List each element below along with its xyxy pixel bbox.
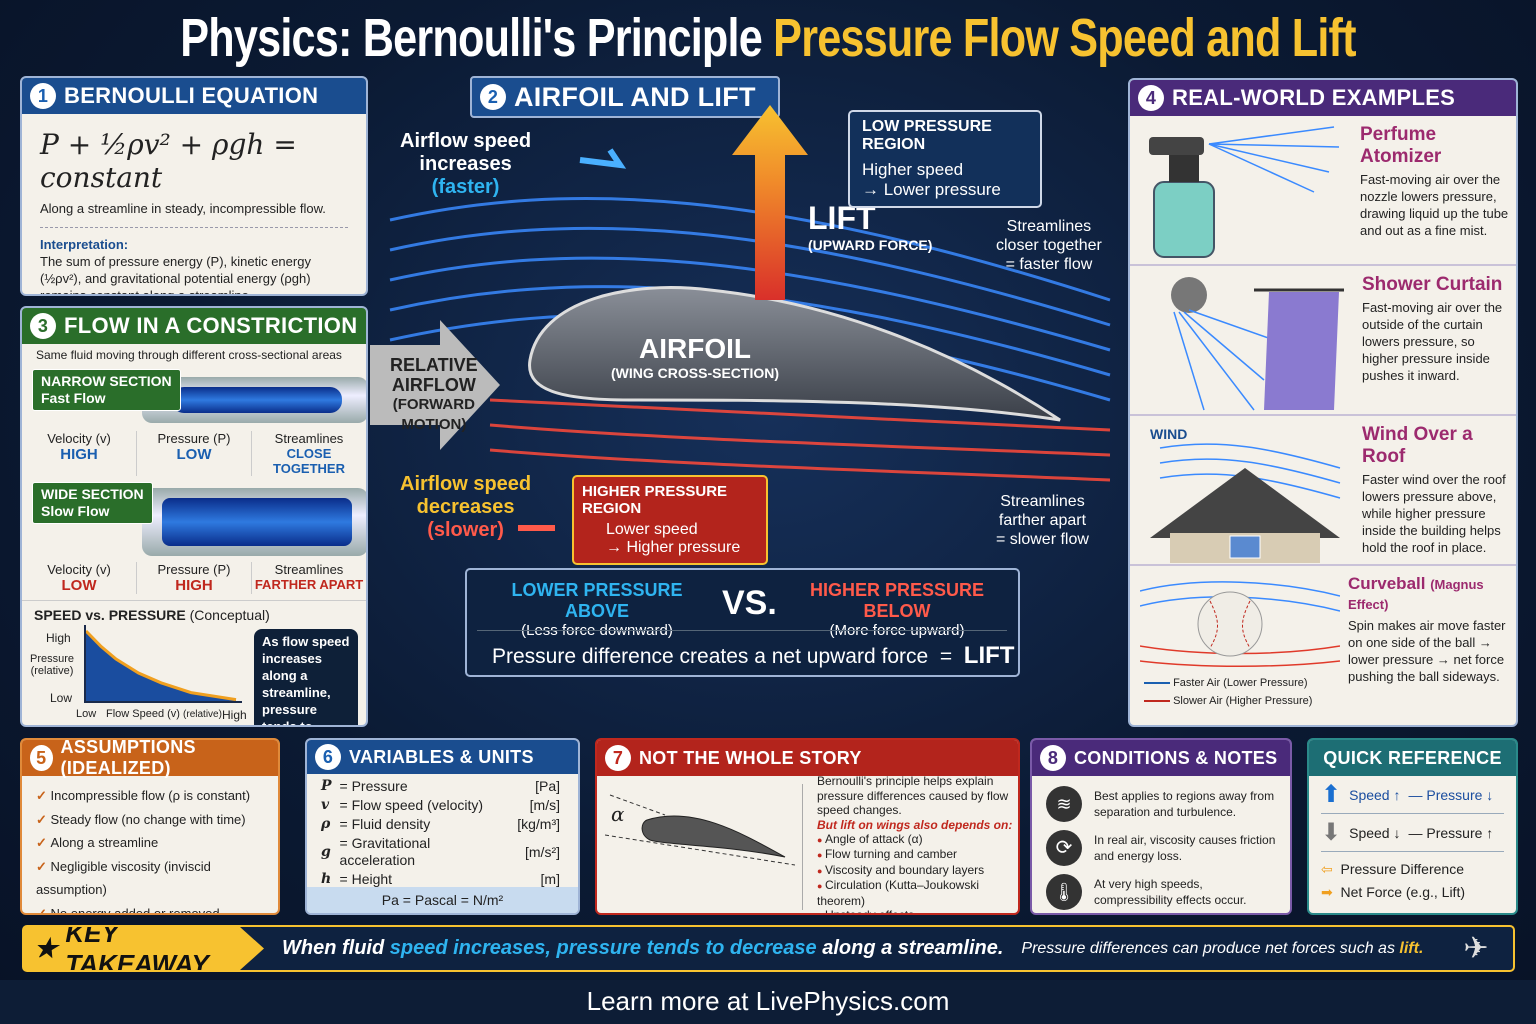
airfoil-shape — [528, 286, 1061, 422]
y-axis-label: Pressure — [30, 653, 75, 665]
constriction-subtitle: Same fluid moving through different cros… — [36, 348, 342, 362]
x-axis-label: Flow Speed (v) — [106, 708, 180, 720]
assumptions-list: Incompressible flow (ρ is constant)Stead… — [22, 776, 278, 914]
footer: Learn more at LivePhysics.com — [0, 980, 1536, 1024]
chart-title: SPEED vs. PRESSURE — [34, 607, 186, 623]
page-title: Physics: Bernoulli's Principle Pressure … — [180, 8, 1356, 68]
airplane-icon: ✈ — [1463, 932, 1489, 965]
variable-row: v= Flow speed (velocity)[m/s] — [321, 797, 560, 813]
shower-curtain-icon — [1171, 277, 1344, 411]
section-title: FLOW IN A CONSTRICTION — [64, 313, 358, 338]
narrow-values: Velocity (v)HIGH Pressure (P)LOW Streaml… — [22, 431, 366, 476]
speed-pressure-chart: SPEED vs. PRESSURE (Conceptual) High Pre… — [22, 600, 366, 725]
chart-plot — [84, 625, 242, 703]
variable-row: g= Gravitational acceleration[m/s²] — [321, 835, 560, 868]
lift-arrow — [732, 105, 808, 300]
lift-depends-heading: But lift on wings also depends on: — [817, 817, 1013, 832]
curveball-legend: Faster Air (Lower Pressure) Slower Air (… — [1144, 674, 1312, 710]
lift-label: LIFT(UPWARD FORCE) — [808, 200, 933, 253]
chart-axes — [84, 625, 242, 703]
chart-note: As flow speed increases along a streamli… — [254, 629, 358, 725]
vs-label: VS. — [722, 584, 777, 622]
pascal-note: Pa = Pascal = N/m² — [307, 887, 578, 913]
wide-values: Velocity (v)LOW Pressure (P)HIGH Streaml… — [22, 562, 366, 594]
x-tick-high: High — [222, 708, 247, 722]
section-title: BERNOULLI EQUATION — [64, 83, 319, 108]
star-icon: ★ — [34, 933, 58, 963]
angle-of-attack-diagram — [605, 794, 795, 866]
assumption-item: Steady flow (no change with time) — [36, 808, 264, 832]
down-arrow-icon: ⬇ — [1321, 819, 1342, 846]
constriction-panel: 3 FLOW IN A CONSTRICTION Same fluid movin… — [20, 306, 368, 727]
baseball-icon — [1140, 581, 1340, 667]
airfoil-diagram — [370, 105, 1111, 531]
lift-factors-list: Angle of attack (α)Flow turning and camb… — [817, 832, 1017, 914]
up-arrow-icon: ⬆ — [1321, 781, 1342, 808]
section-number: 1 — [30, 83, 56, 109]
key-takeaway-banner: ★KEY TAKEAWAY When fluid speed increases… — [22, 925, 1515, 972]
y-tick-low: Low — [50, 691, 73, 705]
variable-row: ρ= Fluid density[kg/m³] — [321, 816, 560, 832]
house-roof-icon — [1150, 443, 1341, 563]
equation-note: Along a streamline in steady, incompress… — [40, 200, 348, 228]
assumption-item: Incompressible flow (ρ is constant) — [36, 784, 264, 808]
y-tick-high: High — [46, 631, 71, 645]
airfoil-label: AIRFOIL(WING CROSS-SECTION) — [611, 333, 779, 381]
section-number: 3 — [30, 313, 56, 339]
bernoulli-equation: P + ½ρv² + ρgh = constant — [40, 128, 297, 194]
cycle-icon: ⟳ — [1046, 830, 1082, 866]
variables-table: P= Pressure[Pa] v= Flow speed (velocity)[… — [307, 777, 578, 889]
thermometer-icon: 🌡︎ — [1046, 874, 1082, 910]
variable-row: h= Height[m] — [321, 871, 560, 887]
pressure-curve — [84, 629, 237, 702]
pressure-difference-arrow-icon: ⇦ — [1321, 861, 1333, 877]
example-curveball: Faster Air (Lower Pressure) Slower Air (… — [1130, 566, 1516, 725]
alpha-label: α — [611, 802, 625, 826]
lift-factor-item: Unsteady effects — [817, 908, 1017, 913]
lift-factor-item: Viscosity and boundary layers — [817, 863, 1017, 879]
lower-streamlines — [489, 398, 1111, 482]
relative-airflow-arrow — [370, 320, 500, 450]
interpretation-text: The sum of pressure energy (P), kinetic … — [40, 254, 311, 296]
spray-bottle-icon — [1149, 126, 1340, 258]
pressure-comparison-box: LOWER PRESSURE ABOVE(Less force downward… — [465, 568, 1020, 677]
lift-factor-item: Circulation (Kutta–Joukowski theorem) — [817, 878, 1017, 908]
interpretation-label: Interpretation: — [40, 237, 129, 252]
variable-row: P= Pressure[Pa] — [321, 778, 560, 794]
key-takeaway-label: ★KEY TAKEAWAY — [24, 927, 264, 970]
bernoulli-equation-panel: 1 BERNOULLI EQUATION P + ½ρv² + ρgh = con… — [20, 76, 368, 296]
assumption-item: No energy added or removed — [36, 902, 264, 914]
wind-icon: ≋ — [1046, 786, 1082, 822]
net-force-arrow-icon: ➡ — [1321, 884, 1333, 900]
pressure-area — [86, 631, 236, 701]
quick-reference-panel: QUICK REFERENCE ⬆Speed ↑— Pressure ↓ ⬇Sp… — [1307, 738, 1518, 915]
x-tick-low: Low — [76, 708, 97, 720]
bernoulli-note: Bernoulli's principle helps explain pres… — [817, 774, 1009, 817]
assumption-item: Negligible viscosity (inviscid assumptio… — [36, 855, 264, 902]
lift-factor-item: Flow turning and camber — [817, 847, 1017, 863]
lift-factor-item: Angle of attack (α) — [817, 832, 1017, 848]
assumption-item: Along a streamline — [36, 831, 264, 855]
